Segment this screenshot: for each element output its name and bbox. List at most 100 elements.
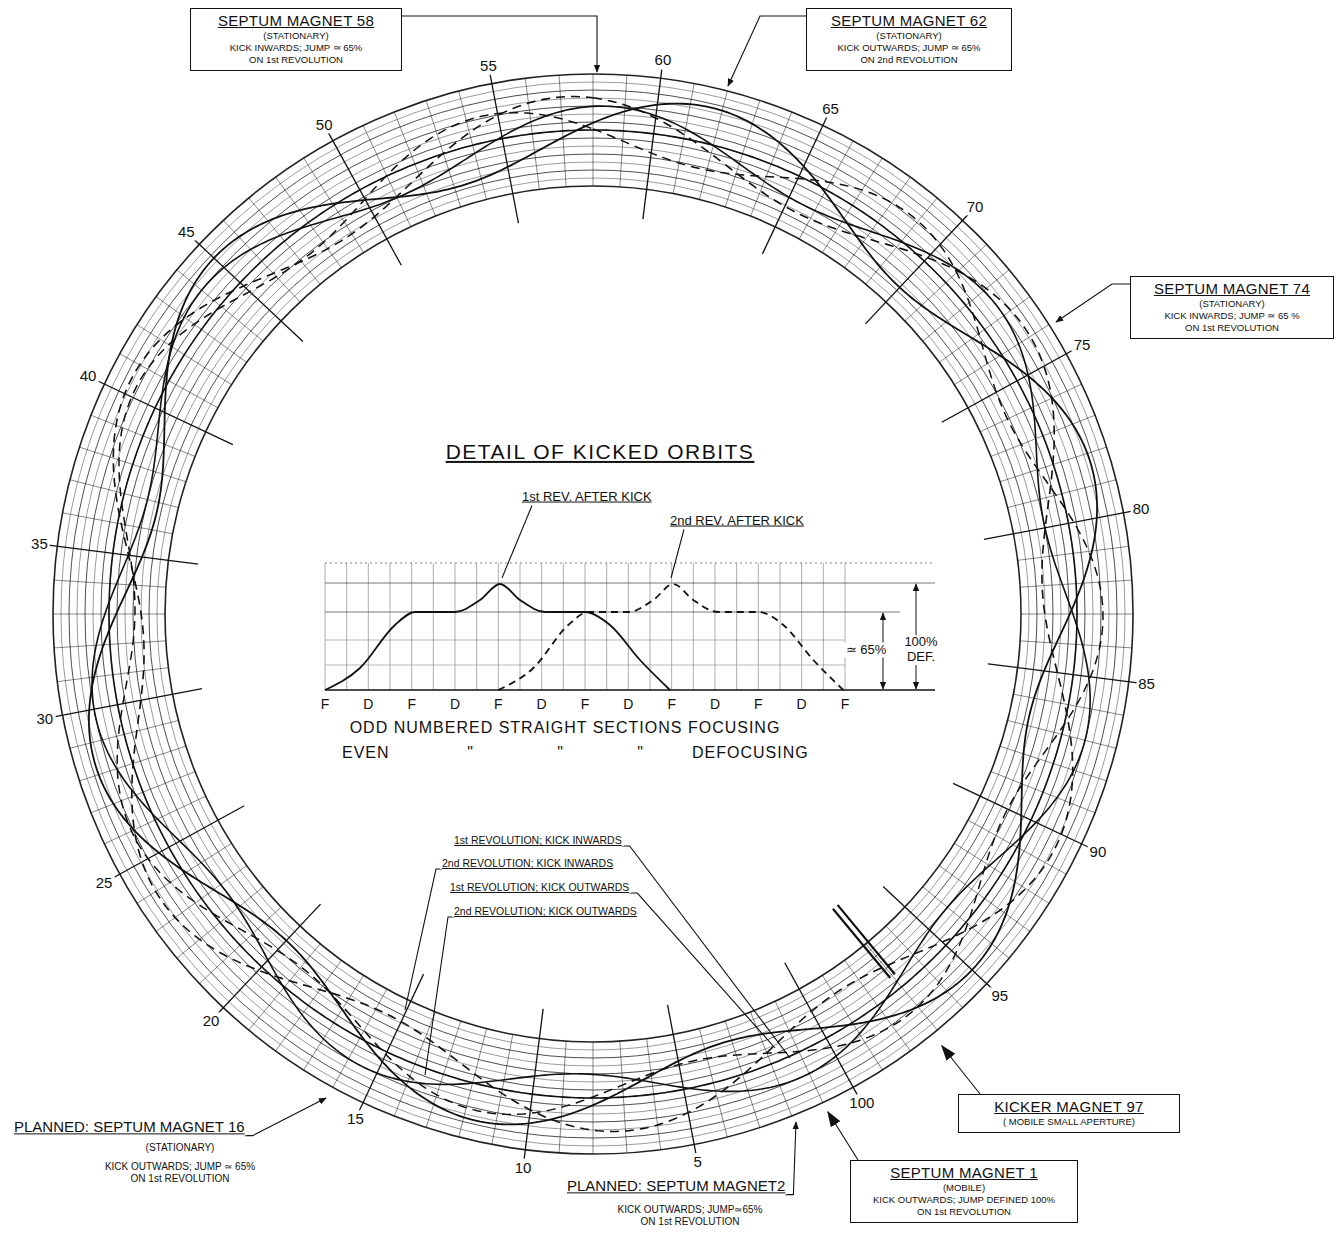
leader-line <box>425 917 454 1075</box>
section-number: 60 <box>653 52 674 69</box>
section-number: 10 <box>513 1159 534 1176</box>
section-number: 15 <box>345 1110 366 1127</box>
chart-grid <box>801 563 802 690</box>
chart-grid <box>563 563 564 690</box>
magnet-box: SEPTUM MAGNET 58(STATIONARY)KICK INWARDS… <box>190 8 402 71</box>
box-note: (MOBILE) <box>867 1182 1062 1194</box>
orbit-curve <box>113 97 1072 1132</box>
dimension-label: 100% DEF. <box>897 635 945 665</box>
ring-circle <box>109 130 1077 1098</box>
section-number: 20 <box>201 1012 222 1029</box>
section-line <box>984 511 1132 539</box>
lens-type: D <box>795 696 809 712</box>
box-heading: KICKER MAGNET 97 <box>965 1098 1173 1116</box>
kicked-orbit-curve <box>325 584 670 690</box>
orbit-label: 1st REVOLUTION; KICK OUTWARDS <box>448 881 631 893</box>
chart-grid <box>346 563 347 690</box>
section-number: 45 <box>176 223 197 240</box>
orbit-label: 2nd REVOLUTION; KICK INWARDS <box>440 857 615 869</box>
chart-grid <box>780 563 781 690</box>
ring-circle <box>101 122 1085 1106</box>
magnet-box: SEPTUM MAGNET 62(STATIONARY)KICK OUTWARD… <box>806 8 1012 71</box>
box-heading: SEPTUM MAGNET 74 <box>1137 280 1327 298</box>
box-note: KICK INWARDS; JUMP ≃ 65 % ON 1st REVOLUT… <box>1160 310 1305 334</box>
box-note: KICK OUTWARDS; JUMP ≃ 65% ON 2nd REVOLUT… <box>837 42 982 66</box>
chart-grid <box>606 563 607 690</box>
lens-type: F <box>839 696 852 712</box>
curve-label: 1st REV. AFTER KICK <box>520 490 654 505</box>
box-note: KICK INWARDS; JUMP ≃ 65% ON 1st REVOLUTI… <box>224 42 369 66</box>
ditto-mark: " <box>555 744 565 762</box>
curve-label: 2nd REV. AFTER KICK <box>668 514 806 529</box>
leader-line <box>402 16 597 72</box>
lens-type: D <box>621 696 635 712</box>
dimension-label: ≃ 65% <box>844 643 889 658</box>
section-number: 100 <box>847 1094 876 1111</box>
section-line <box>490 75 518 223</box>
chart-grid <box>325 665 845 666</box>
chart-grid <box>325 640 845 641</box>
inset-title: DETAIL OF KICKED ORBITS <box>444 440 757 464</box>
chart-grid <box>390 563 391 690</box>
ring-circle <box>133 154 1053 1074</box>
section-number: 55 <box>478 57 499 74</box>
section-line <box>668 1005 696 1153</box>
box-note: KICK OUTWARDS; JUMP DEFINED 100% ON 1st … <box>867 1194 1062 1218</box>
section-number: 40 <box>78 368 99 385</box>
section-line <box>54 689 202 717</box>
ditto-mark: " <box>635 744 645 762</box>
lens-type: F <box>665 696 678 712</box>
chart-grid <box>671 563 672 690</box>
orbit-label: 2nd REVOLUTION; KICK OUTWARDS <box>452 905 639 917</box>
planned-magnet-note: KICK OUTWARDS; JUMP ≃ 65% ON 1st REVOLUT… <box>100 1161 260 1184</box>
leader-line <box>405 869 442 1010</box>
section-number: 75 <box>1072 337 1093 354</box>
box-note: (STATIONARY) <box>224 30 369 42</box>
section-number: 90 <box>1088 843 1109 860</box>
orbit-curve <box>109 130 1077 1098</box>
lens-type: F <box>405 696 418 712</box>
inset-chart <box>325 563 935 690</box>
chart-grid <box>433 563 434 690</box>
chart-grid <box>476 563 477 690</box>
section-line <box>193 238 303 341</box>
chart-grid <box>541 563 542 690</box>
box-note: (STATIONARY) <box>1160 298 1305 310</box>
chart-grid <box>455 563 456 690</box>
note-text: EVEN <box>340 744 392 762</box>
section-number: 95 <box>989 987 1010 1004</box>
section-line <box>643 69 662 219</box>
planned-magnet-name: PLANNED: SEPTUM MAGNET 16 <box>12 1118 247 1135</box>
box-heading: SEPTUM MAGNET 1 <box>857 1164 1071 1182</box>
section-number: 80 <box>1131 501 1152 518</box>
chart-grid <box>411 563 412 690</box>
magnet-box: SEPTUM MAGNET 1(MOBILE)KICK OUTWARDS; JU… <box>850 1160 1078 1223</box>
section-line <box>785 963 858 1095</box>
kicked-orbit-curve <box>498 584 843 690</box>
magnet-box: SEPTUM MAGNET 74(STATIONARY)KICK INWARDS… <box>1130 276 1334 339</box>
chart-grid <box>845 563 846 690</box>
chart-grid <box>693 563 694 690</box>
kicker-mark <box>833 909 890 978</box>
orbit-curve <box>117 113 1103 1115</box>
section-number: 35 <box>29 535 50 552</box>
section-line <box>883 886 993 989</box>
leader-line <box>245 1098 326 1136</box>
lens-type: F <box>319 696 332 712</box>
chart-grid <box>715 563 716 690</box>
section-line <box>524 1009 543 1159</box>
ring-grid <box>48 69 1137 1158</box>
chart-grid <box>368 563 369 690</box>
box-heading: SEPTUM MAGNET 58 <box>197 12 395 30</box>
leader-line <box>1056 284 1130 322</box>
ditto-mark: " <box>465 744 475 762</box>
ring-circle <box>141 162 1045 1066</box>
lens-type: F <box>579 696 592 712</box>
section-line <box>988 664 1138 683</box>
section-number: 85 <box>1136 675 1157 692</box>
leader-line <box>728 16 806 86</box>
leader-line <box>629 893 775 1048</box>
section-number: 70 <box>965 199 986 216</box>
